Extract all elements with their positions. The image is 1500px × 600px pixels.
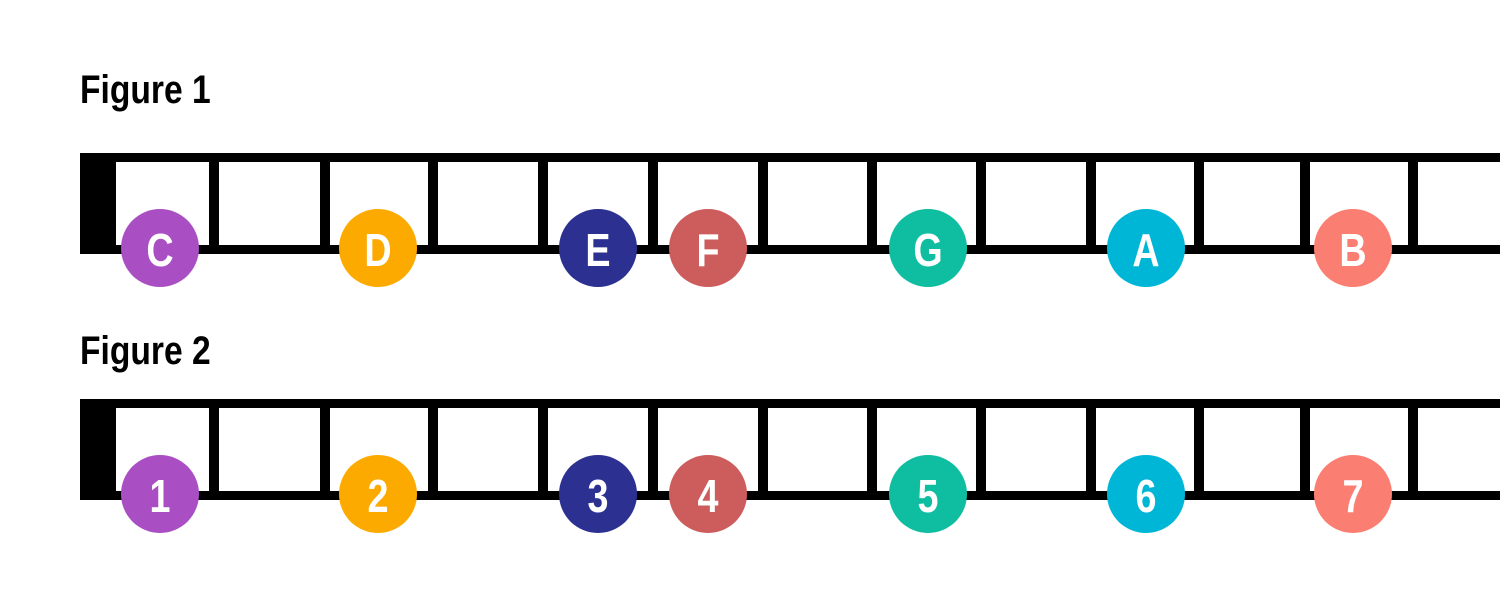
- fret-line: [1194, 153, 1204, 253]
- fret-line: [867, 153, 877, 253]
- note-label: 6: [1136, 470, 1157, 521]
- note-circle: [339, 455, 417, 533]
- note-label: C: [146, 224, 173, 275]
- string-line-top: [80, 399, 1500, 408]
- fret-line: [758, 399, 768, 499]
- fret-line: [1300, 399, 1310, 499]
- note-label: D: [364, 224, 391, 275]
- note-circle: [1314, 455, 1392, 533]
- nut: [80, 399, 110, 499]
- fret-line: [106, 153, 116, 253]
- fret-line: [867, 399, 877, 499]
- note-label: 4: [698, 470, 720, 521]
- note-circle: [889, 455, 967, 533]
- note-dot: D: [339, 209, 417, 287]
- note-label: 1: [150, 470, 171, 521]
- note-dot: B: [1314, 209, 1392, 287]
- note-dot: 3: [559, 455, 637, 533]
- fret-line: [1408, 399, 1418, 499]
- note-dot: G: [889, 209, 967, 287]
- fret-line: [976, 399, 986, 499]
- fret-line: [538, 399, 548, 499]
- fret-line: [209, 153, 219, 253]
- note-circle: [1107, 209, 1185, 287]
- fret-line: [538, 153, 548, 253]
- note-circle: [889, 209, 967, 287]
- note-label: 5: [918, 470, 939, 521]
- fret-line: [1300, 153, 1310, 253]
- note-label: 3: [588, 470, 609, 521]
- note-dot: 4: [669, 455, 747, 533]
- note-label: G: [913, 224, 942, 275]
- note-dot: 7: [1314, 455, 1392, 533]
- note-label: 2: [368, 470, 389, 521]
- figure-2-title: Figure 2: [80, 329, 211, 373]
- fret-line: [648, 153, 658, 253]
- note-circle: [1107, 455, 1185, 533]
- fret-line: [758, 153, 768, 253]
- fret-line: [1194, 399, 1204, 499]
- note-dot: 5: [889, 455, 967, 533]
- note-dot: 6: [1107, 455, 1185, 533]
- note-circle: [669, 455, 747, 533]
- note-circle: [669, 209, 747, 287]
- note-label: E: [585, 224, 610, 275]
- nut: [80, 153, 110, 253]
- note-circle: [339, 209, 417, 287]
- fret-line: [976, 153, 986, 253]
- fret-line: [428, 153, 438, 253]
- note-label: B: [1339, 224, 1366, 275]
- fret-line: [320, 399, 330, 499]
- fret-line: [1408, 153, 1418, 253]
- fret-line: [320, 153, 330, 253]
- note-circle: [121, 455, 199, 533]
- fret-line: [1086, 153, 1096, 253]
- note-dot: A: [1107, 209, 1185, 287]
- note-label: F: [696, 224, 719, 275]
- fretboard-figure-2: 1 2 3 4 5 6 7: [80, 399, 1500, 533]
- note-dot: 1: [121, 455, 199, 533]
- note-circle: [559, 455, 637, 533]
- note-circle: [121, 209, 199, 287]
- string-line-bottom: [80, 245, 1500, 254]
- note-dot: C: [121, 209, 199, 287]
- fret-line: [428, 399, 438, 499]
- fret-line: [648, 399, 658, 499]
- note-dot: 2: [339, 455, 417, 533]
- string-line-top: [80, 153, 1500, 162]
- note-label: A: [1132, 224, 1159, 275]
- note-label: 7: [1343, 470, 1364, 521]
- fret-line: [209, 399, 219, 499]
- note-circle: [559, 209, 637, 287]
- fret-line: [106, 399, 116, 499]
- string-line-bottom: [80, 491, 1500, 500]
- fret-line: [1086, 399, 1096, 499]
- note-circle: [1314, 209, 1392, 287]
- note-dot: F: [669, 209, 747, 287]
- figure-1-title: Figure 1: [80, 68, 211, 112]
- note-dot: E: [559, 209, 637, 287]
